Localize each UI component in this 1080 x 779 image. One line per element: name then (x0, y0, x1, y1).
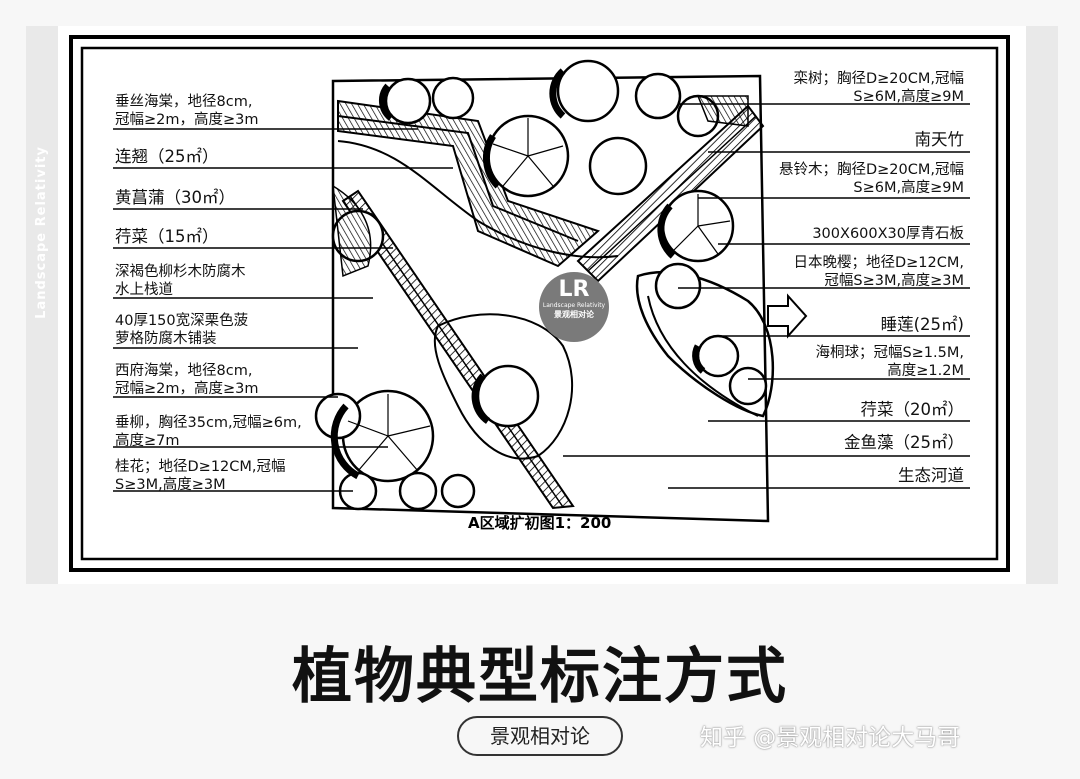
label-xingcai-20: 荇菜（20㎡） (860, 400, 965, 419)
label-xingcai-15: 荇菜（15㎡） (115, 227, 219, 246)
label-chuiliu: 垂柳，胸径35cm,冠幅≥6m,高度≥7m (115, 415, 302, 449)
leader-lines-left (113, 128, 453, 492)
label-chuisi-haitang: 垂丝海棠，地径8cm,冠幅≥2m，高度≥3m (115, 94, 259, 128)
flow-arrow-icon (767, 293, 808, 339)
label-nantianzhu: 南天竹 (914, 130, 965, 149)
label-shengtai-hedao: 生态河道 (898, 466, 964, 485)
tree-shadows (330, 68, 706, 480)
leader-lines-right (563, 103, 970, 489)
left-side-strip: Landscape Relativity (26, 26, 58, 584)
vertical-watermark: Landscape Relativity (34, 146, 49, 319)
logo-mark: LR (558, 277, 590, 302)
label-jinyuzao: 金鱼藻（25㎡） (844, 433, 964, 452)
right-pond (635, 270, 775, 418)
label-huangchangpu: 黄菖蒲（30㎡） (115, 188, 235, 207)
site-boundary (331, 74, 770, 523)
source-badge: 景观相对论 (457, 716, 623, 756)
outer-frame (69, 35, 1010, 572)
tree-branches (347, 118, 731, 472)
inner-frame (80, 46, 999, 561)
label-qingshiban: 300X600X30厚青石板 (812, 226, 964, 242)
label-pusu: 40厚150宽深栗色菠萝格防腐木铺装 (115, 313, 249, 347)
label-shuilian: 睡莲(25㎡) (880, 315, 964, 334)
scale-label: A区域扩初图1：200 (468, 514, 612, 532)
logo-subtitle-cn: 景观相对论 (554, 310, 594, 319)
island-mound (433, 313, 574, 460)
boardwalk-diagonal-upper (576, 104, 765, 283)
label-haitongqiu: 海桐球；冠幅S≥1.5M,高度≥1.2M (815, 345, 964, 379)
right-side-strip (1026, 26, 1058, 584)
plan-drawing: 垂丝海棠，地径8cm,冠幅≥2m，高度≥3m 连翘（25㎡） 黄菖蒲（30㎡） … (58, 26, 1026, 584)
label-lianqiao: 连翘（25㎡） (115, 147, 219, 166)
label-xifu-haitang: 西府海棠，地径8cm,冠幅≥2m，高度≥3m (115, 363, 259, 397)
stream-right (647, 295, 759, 417)
plan-sketch (69, 35, 1010, 572)
main-title: 植物典型标注方式 (292, 642, 788, 712)
label-zhandao: 深褐色柳杉木防腐木水上栈道 (115, 264, 246, 298)
logo-subtitle-en: Landscape Relativity (542, 302, 606, 309)
logo: LR Landscape Relativity 景观相对论 (539, 272, 609, 342)
author-credit: 知乎 @景观相对论大马哥 (700, 725, 961, 751)
label-riben-wanying: 日本晚樱；地径D≥12CM,冠幅S≥3M,高度≥3M (793, 255, 964, 289)
